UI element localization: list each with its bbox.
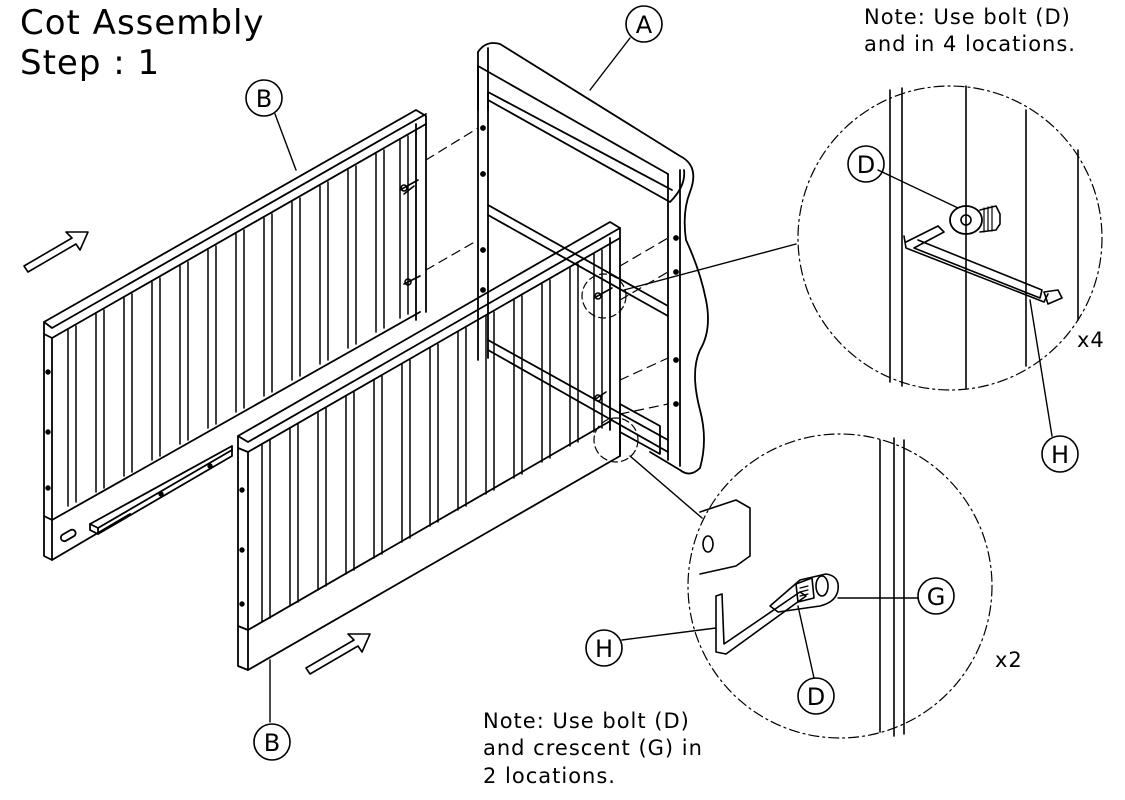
detail-circle-top	[797, 85, 1103, 437]
label-A: A	[636, 11, 653, 39]
label-circles	[245, 5, 1079, 761]
title-line-2: Step : 1	[20, 43, 161, 83]
quantity-x2: x2	[995, 648, 1023, 672]
label-D-bottom: D	[807, 683, 825, 711]
label-H-bottom: H	[595, 635, 613, 663]
side-panel-B-front-slats	[261, 249, 603, 623]
note-bottom-line-1: Note: Use bolt (D)	[483, 709, 690, 733]
headboard-A	[477, 42, 709, 475]
label-B-bottom: B	[264, 729, 280, 757]
title-line-1: Cot Assembly	[20, 3, 265, 43]
note-top-line-2: and in 4 locations.	[864, 32, 1076, 57]
callout-small-circles	[581, 273, 639, 463]
label-circle-G	[917, 577, 955, 615]
note-top: Note: Use bolt (D) and in 4 locations.	[864, 4, 1076, 59]
label-circle-D-top	[847, 145, 885, 183]
label-circle-D-bottom	[797, 677, 835, 715]
arrow-left	[23, 231, 89, 273]
label-leaders	[269, 37, 631, 723]
label-letters: A B B D H G D H	[256, 11, 1069, 757]
label-circle-A	[625, 5, 663, 43]
label-D-top: D	[857, 151, 875, 179]
label-circle-B-bottom	[253, 723, 291, 761]
arrow-bottom	[305, 633, 371, 675]
note-bottom-line-2: and crescent (G) in	[483, 736, 703, 761]
label-B-top: B	[256, 85, 272, 113]
alignment-lines	[425, 127, 669, 415]
rear-panel-bolts	[399, 179, 421, 286]
note-bottom: Note: Use bolt (D) and crescent (G) in 2…	[483, 708, 703, 790]
quantity-x4: x4	[1077, 328, 1105, 352]
front-panel-bolts	[593, 287, 613, 402]
side-panel-B-rear-slats	[67, 135, 409, 507]
label-G: G	[927, 583, 946, 611]
label-circle-H-top	[1041, 435, 1079, 473]
label-circle-B-top	[245, 79, 283, 117]
side-panel-B-rear	[43, 109, 427, 561]
label-circle-H-bottom	[585, 629, 623, 667]
note-bottom-line-3: 2 locations.	[483, 763, 616, 788]
direction-arrows	[23, 231, 371, 675]
side-panel-B-front	[237, 221, 621, 671]
note-top-line-1: Note: Use bolt (D)	[864, 5, 1071, 29]
callout-leader-lines	[623, 243, 797, 519]
label-H-top: H	[1051, 441, 1069, 469]
detail-circle-bottom	[621, 433, 993, 739]
